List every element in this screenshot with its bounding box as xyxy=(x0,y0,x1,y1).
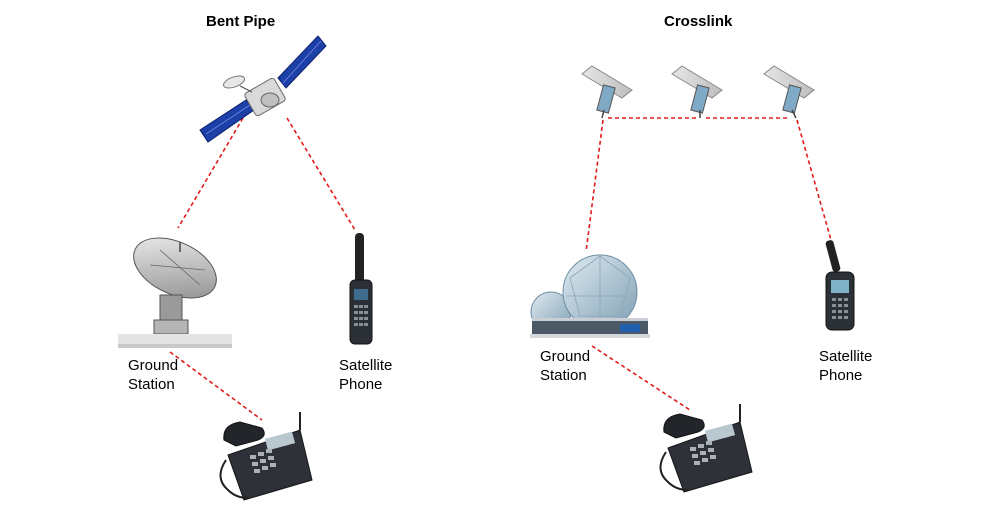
crosslink-satellite-2-icon xyxy=(671,65,723,118)
satellite-phone-label-line2: Phone xyxy=(819,367,863,384)
crosslink-telephone-icon xyxy=(659,404,753,493)
crosslink-ground-station-label: Ground Station xyxy=(540,347,590,385)
ground-station-label-line2: Station xyxy=(128,376,175,393)
link-ground-station-to-telephone xyxy=(169,351,263,421)
bent-pipe-telephone-icon xyxy=(219,412,313,501)
link-sat1-to-ground-station xyxy=(585,119,604,253)
link-ground-station-to-telephone xyxy=(591,345,691,411)
crosslink-satellite-3-icon xyxy=(763,65,815,119)
ground-station-label-line2: Station xyxy=(540,367,587,384)
bent-pipe-satellite-phone-icon xyxy=(349,233,373,345)
satellite-phone-label-line2: Phone xyxy=(339,376,383,393)
bent-pipe-links xyxy=(169,117,356,421)
satellite-phone-label-line1: Satellite xyxy=(819,348,873,365)
bent-pipe-title: Bent Pipe xyxy=(206,13,276,30)
crosslink-satellite-1-icon xyxy=(581,65,633,119)
crosslink-satellite-phone-label: Satellite Phone xyxy=(819,347,872,385)
link-sat3-to-satellite-phone xyxy=(796,119,832,241)
crosslink-links xyxy=(585,117,832,411)
bent-pipe-ground-station-dish-icon xyxy=(118,237,232,348)
satellite-phone-label-line1: Satellite xyxy=(339,357,393,374)
ground-station-label-line1: Ground xyxy=(540,348,591,365)
crosslink-ground-station-radome-icon xyxy=(530,254,650,338)
crosslink-title: Crosslink xyxy=(664,13,733,30)
crosslink-satellite-phone-icon xyxy=(825,240,855,331)
bent-pipe-satellite-phone-label: Satellite Phone xyxy=(339,356,392,394)
link-satellite-to-satellite-phone xyxy=(286,117,356,231)
bent-pipe-satellite-icon xyxy=(199,35,327,143)
ground-station-label-line1: Ground xyxy=(128,357,179,374)
link-satellite-to-ground-station xyxy=(177,117,244,229)
bent-pipe-ground-station-label: Ground Station xyxy=(128,356,178,394)
